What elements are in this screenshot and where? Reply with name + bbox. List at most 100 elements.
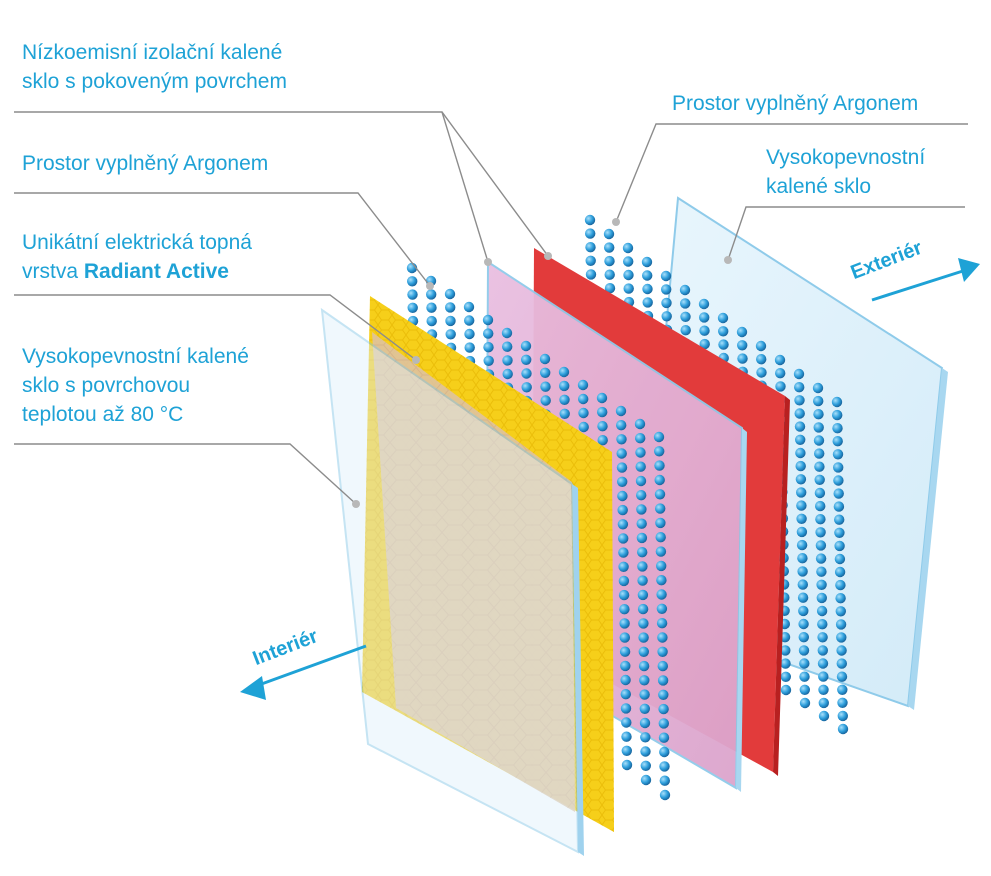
argon-bead	[482, 314, 494, 326]
argon-bead	[795, 434, 806, 445]
argon-bead	[837, 723, 849, 735]
argon-bead	[618, 561, 629, 572]
argon-bead	[657, 646, 668, 657]
argon-bead	[737, 340, 748, 351]
argon-bead	[775, 368, 786, 379]
argon-bead	[407, 276, 418, 287]
argon-bead	[780, 658, 791, 669]
argon-bead	[718, 339, 729, 350]
argon-bead	[679, 284, 691, 296]
argon-bead	[578, 393, 589, 405]
argon-bead	[559, 394, 570, 405]
argon-bead	[835, 579, 846, 591]
argon-bead	[637, 589, 649, 601]
argon-bead	[814, 448, 825, 459]
argon-bead	[634, 418, 646, 430]
argon-bead	[736, 326, 748, 338]
argon-bead	[658, 689, 669, 700]
argon-bead	[603, 228, 615, 240]
argon-bead	[639, 675, 650, 686]
argon-bead	[756, 354, 767, 365]
argon-bead	[816, 566, 827, 577]
argon-bead	[636, 504, 647, 515]
argon-bead	[793, 368, 805, 380]
argon-bead	[816, 605, 828, 617]
label-inner-glass: Vysokopevnostní kalené sklo s povrchovou…	[22, 345, 249, 426]
argon-bead	[640, 746, 651, 757]
argon-bead	[756, 367, 767, 378]
argon-bead	[836, 645, 847, 656]
argon-bead	[799, 658, 810, 669]
argon-bead	[836, 658, 847, 669]
argon-bead	[636, 518, 647, 529]
argon-bead	[817, 619, 828, 630]
argon-bead	[464, 342, 475, 353]
argon-bead	[718, 326, 729, 337]
argon-bead	[832, 449, 844, 460]
argon-bead	[656, 589, 667, 600]
argon-bead	[832, 409, 843, 421]
argon-bead	[661, 284, 672, 295]
argon-bead	[635, 433, 646, 444]
argon-bead	[837, 697, 848, 708]
argon-bead	[597, 421, 608, 432]
argon-bead	[680, 311, 691, 322]
argon-bead	[596, 392, 608, 404]
argon-bead	[833, 475, 844, 486]
argon-bead	[615, 405, 627, 417]
argon-bead	[639, 703, 650, 714]
argon-bead	[616, 420, 627, 431]
argon-bead	[656, 618, 668, 629]
argon-bead	[698, 298, 710, 310]
argon-bead	[797, 566, 808, 577]
argon-bead	[835, 606, 846, 617]
argon-bead	[796, 487, 807, 498]
argon-bead	[661, 311, 672, 322]
argon-bead	[483, 342, 494, 353]
argon-bead	[620, 674, 631, 686]
argon-bead	[640, 774, 652, 786]
argon-bead	[794, 382, 805, 393]
argon-bead	[654, 460, 665, 471]
argon-bead	[796, 500, 807, 511]
label-argon-right: Prostor vyplněný Argonem	[672, 92, 919, 115]
argon-bead	[520, 340, 532, 352]
argon-bead	[680, 325, 691, 336]
argon-bead	[655, 517, 666, 529]
argon-bead	[657, 660, 668, 672]
argon-bead	[502, 355, 513, 366]
argon-bead	[799, 671, 810, 682]
argon-bead	[617, 519, 629, 530]
argon-bead	[445, 315, 456, 327]
argon-bead	[521, 368, 532, 379]
argon-bead	[617, 476, 628, 487]
argon-bead	[755, 340, 767, 352]
argon-bead	[812, 382, 824, 394]
argon-bead	[794, 395, 805, 406]
argon-bead	[616, 462, 628, 473]
argon-bead	[658, 732, 670, 743]
argon-bead	[795, 474, 807, 485]
argon-bead	[818, 684, 829, 695]
argon-bead	[585, 228, 596, 239]
argon-bead	[618, 533, 629, 544]
argon-bead	[659, 761, 670, 772]
argon-bead	[654, 474, 665, 486]
argon-bead	[833, 501, 845, 512]
argon-bead	[539, 353, 551, 365]
argon-bead	[620, 689, 631, 700]
argon-bead	[798, 645, 810, 656]
argon-bead	[797, 579, 808, 590]
argon-bead	[655, 546, 667, 557]
argon-bead	[540, 367, 551, 378]
argon-bead	[661, 297, 672, 309]
argon-bead	[521, 354, 532, 365]
argon-bead	[818, 697, 829, 709]
argon-bead	[659, 775, 670, 786]
argon-bead	[834, 540, 845, 552]
argon-bead	[445, 302, 456, 313]
argon-bead	[642, 297, 653, 308]
argon-bead	[737, 353, 748, 364]
argon-bead	[638, 618, 649, 629]
argon-bead	[837, 710, 848, 722]
